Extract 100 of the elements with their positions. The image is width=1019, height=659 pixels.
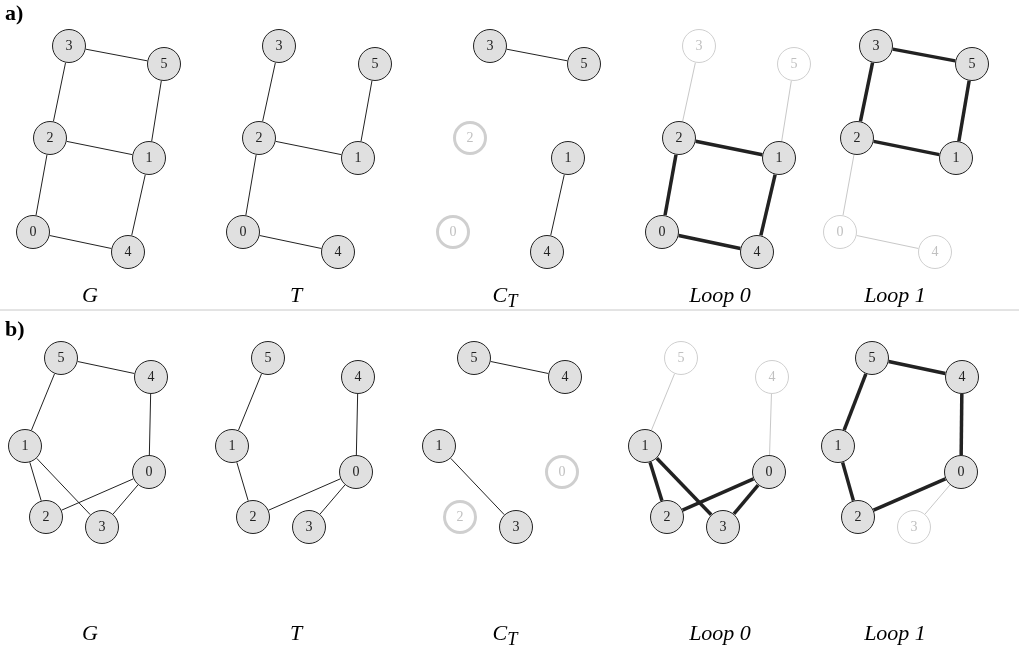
edge-line — [959, 394, 964, 455]
edge-line — [66, 140, 133, 156]
graph-caption: G — [82, 282, 98, 308]
edge-line — [842, 154, 855, 216]
node-circle: 1 — [422, 429, 456, 463]
node-circle: 3 — [473, 29, 507, 63]
edge-line — [650, 373, 676, 431]
node-circle: 3 — [706, 510, 740, 544]
graph-caption: Loop 1 — [864, 282, 926, 308]
node-circle: 0 — [752, 455, 786, 489]
node-circle: 4 — [530, 235, 564, 269]
node-circle: 2 — [840, 121, 874, 155]
edge-line — [858, 62, 875, 122]
node-circle: 2 — [650, 500, 684, 534]
edge-line — [873, 139, 940, 157]
edge-line — [872, 477, 947, 512]
edge-line — [151, 80, 162, 142]
edge-line — [550, 174, 565, 236]
node-circle: 2 — [443, 500, 477, 534]
node-circle: 4 — [548, 360, 582, 394]
edge-line — [35, 154, 48, 216]
edge-line — [842, 373, 868, 431]
edge-line — [781, 80, 792, 142]
node-circle: 1 — [551, 141, 585, 175]
edge-line — [888, 359, 946, 376]
edge-line — [506, 48, 568, 62]
node-circle: 3 — [682, 29, 716, 63]
node-circle: 1 — [215, 429, 249, 463]
node-circle: 0 — [436, 215, 470, 249]
node-circle: 5 — [358, 47, 392, 81]
graph-caption: Loop 1 — [864, 620, 926, 646]
edge-line — [29, 461, 42, 502]
node-circle: 0 — [16, 215, 50, 249]
node-circle: 2 — [242, 121, 276, 155]
edge-line — [236, 461, 249, 502]
edge-line — [648, 461, 664, 502]
edge-line — [360, 80, 373, 142]
edge-line — [732, 483, 760, 516]
node-circle: 5 — [147, 47, 181, 81]
edge-line — [30, 373, 56, 431]
edge-line — [840, 461, 856, 502]
node-circle: 4 — [945, 360, 979, 394]
node-circle: 4 — [341, 360, 375, 394]
graph-caption: Loop 0 — [689, 620, 751, 646]
node-circle: 1 — [939, 141, 973, 175]
node-circle: 0 — [339, 455, 373, 489]
node-circle: 5 — [251, 341, 285, 375]
node-circle: 3 — [52, 29, 86, 63]
edge-line — [450, 457, 505, 516]
node-circle: 4 — [321, 235, 355, 269]
node-circle: 0 — [132, 455, 166, 489]
graph-caption: T — [289, 620, 303, 646]
node-circle: 3 — [262, 29, 296, 63]
edge-line — [77, 361, 135, 374]
node-circle: 5 — [664, 341, 698, 375]
edge-line — [490, 360, 549, 375]
node-circle: 0 — [545, 455, 579, 489]
edge-line — [856, 235, 919, 249]
node-circle: 1 — [762, 141, 796, 175]
edge-line — [268, 478, 341, 511]
edge-line — [148, 393, 152, 456]
edge-line — [36, 457, 91, 516]
graph-caption: Loop 0 — [689, 282, 751, 308]
node-circle: 5 — [44, 341, 78, 375]
graph-caption: G — [82, 620, 98, 646]
edge-line — [759, 174, 777, 236]
edge-line — [663, 154, 678, 216]
edge-line — [892, 47, 956, 63]
node-circle: 5 — [567, 47, 601, 81]
panel-label: a) — [5, 0, 24, 26]
node-circle: 1 — [132, 141, 166, 175]
graph-caption: C$_{T}$ — [492, 282, 518, 313]
edge-line — [678, 233, 741, 251]
edge-line — [49, 235, 112, 249]
node-circle: 4 — [918, 235, 952, 269]
node-circle: 3 — [85, 510, 119, 544]
node-circle: 2 — [841, 500, 875, 534]
node-circle: 2 — [453, 121, 487, 155]
graph-caption: T — [289, 282, 303, 308]
edge-line — [85, 48, 148, 62]
edge-line — [52, 62, 67, 122]
node-circle: 0 — [944, 455, 978, 489]
edge-line — [924, 484, 951, 515]
node-circle: 5 — [955, 47, 989, 81]
edge-line — [695, 139, 763, 157]
node-circle: 0 — [823, 215, 857, 249]
panel-label: b) — [5, 316, 25, 342]
edge-line — [262, 62, 276, 122]
node-circle: 0 — [226, 215, 260, 249]
graph-caption: C$_{T}$ — [492, 620, 518, 651]
edge-line — [245, 154, 257, 216]
node-circle: 3 — [499, 510, 533, 544]
node-circle: 1 — [341, 141, 375, 175]
node-circle: 4 — [755, 360, 789, 394]
edge-line — [681, 477, 755, 512]
edge-line — [957, 80, 971, 142]
node-circle: 2 — [29, 500, 63, 534]
edge-line — [769, 393, 772, 456]
node-circle: 3 — [897, 510, 931, 544]
node-circle: 5 — [457, 341, 491, 375]
